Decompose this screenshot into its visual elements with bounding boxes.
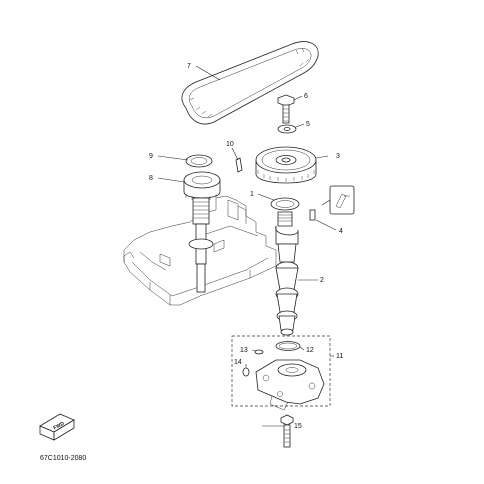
callout-11[interactable]: 11: [336, 353, 343, 360]
callout-15[interactable]: 15: [294, 423, 302, 430]
timing-belt[interactable]: [181, 41, 319, 125]
pulley-bolt[interactable]: [277, 94, 295, 124]
crankshaft: [188, 197, 214, 293]
washer[interactable]: [277, 124, 297, 134]
callout-6[interactable]: 6: [304, 93, 308, 100]
dowel-pin[interactable]: [235, 157, 243, 173]
callout-13[interactable]: 13: [240, 347, 248, 354]
small-o-ring[interactable]: [254, 349, 264, 355]
camshaft-seal[interactable]: [270, 197, 300, 211]
oil-pump[interactable]: [255, 359, 325, 411]
callout-2[interactable]: 2: [320, 277, 324, 284]
diagram-code: 67C1010-2080: [40, 455, 86, 462]
callout-8[interactable]: 8: [149, 175, 153, 182]
oil-seal[interactable]: [185, 154, 213, 168]
callout-9[interactable]: 9: [149, 153, 153, 160]
callout-7[interactable]: 7: [187, 63, 191, 70]
callout-4[interactable]: 4: [339, 228, 343, 235]
callout-10[interactable]: 10: [226, 141, 234, 148]
callout-5[interactable]: 5: [306, 121, 310, 128]
cylinder-block: [123, 195, 277, 306]
callouts: 7 6 5 3 9 8 10 1 4 2 11 12 13 14 15: [149, 63, 343, 430]
fwd-label: FWD: [53, 421, 66, 432]
callout-3[interactable]: 3: [336, 153, 340, 160]
forward-arrow-icon: FWD: [39, 413, 75, 441]
driven-pulley[interactable]: [255, 146, 317, 184]
bearing[interactable]: [183, 171, 221, 201]
pump-bolt[interactable]: [280, 414, 294, 448]
callout-1[interactable]: 1: [250, 191, 254, 198]
leader-lines: [157, 65, 337, 427]
key-pin[interactable]: [309, 185, 355, 221]
camshaft[interactable]: [275, 211, 299, 336]
callout-14[interactable]: 14: [234, 359, 242, 366]
o-ring[interactable]: [275, 341, 301, 351]
dowel[interactable]: [242, 367, 250, 377]
callout-12[interactable]: 12: [306, 347, 314, 354]
oil-pump-assembly-box: [231, 335, 331, 407]
